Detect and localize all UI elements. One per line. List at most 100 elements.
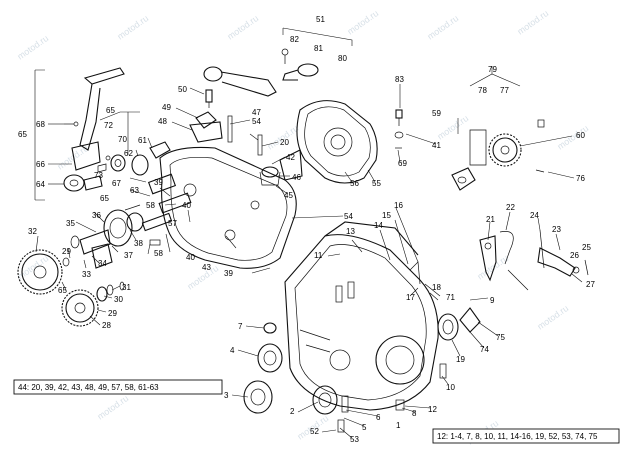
- part-number: 70: [118, 135, 127, 144]
- part-number: 67: [112, 179, 121, 188]
- kickstart-lever: [63, 67, 125, 192]
- part-number: 53: [350, 435, 359, 444]
- part-number: 20: [280, 138, 289, 147]
- part-number: 39: [154, 178, 163, 187]
- part-number: 15: [382, 211, 391, 220]
- watermark: motod.ru: [515, 8, 550, 37]
- watermark: motod.ru: [555, 123, 590, 152]
- part-number: 58: [146, 201, 155, 210]
- legend-right-text: 12: 1-4, 7, 8, 10, 11, 14-16, 19, 52, 53…: [437, 432, 598, 441]
- legend-right: 12: 1-4, 7, 8, 10, 11, 14-16, 19, 52, 53…: [432, 428, 620, 444]
- part-number: 31: [122, 283, 131, 292]
- part-number: 14: [374, 221, 383, 230]
- part-number: 54: [344, 212, 353, 221]
- part-number: 68: [36, 120, 45, 129]
- part-number: 48: [158, 117, 167, 126]
- sprocket-assembly: [451, 66, 545, 191]
- part-number: 66: [36, 160, 45, 169]
- part-number: 73: [94, 171, 103, 180]
- kickstart-shaft-parts: [124, 141, 192, 246]
- part-number: 71: [446, 293, 455, 302]
- part-number: 65: [58, 286, 67, 295]
- part-number: 77: [500, 86, 509, 95]
- watermark: motod.ru: [115, 13, 150, 42]
- part-number: 32: [28, 227, 37, 236]
- part-number: 65: [100, 194, 109, 203]
- gearshift-lever: [203, 27, 353, 97]
- part-number: 26: [570, 251, 579, 260]
- part-number: 9: [490, 296, 495, 305]
- part-number: 62: [124, 149, 133, 158]
- part-number: 33: [82, 270, 91, 279]
- part-number: 35: [66, 219, 75, 228]
- small-gear: [61, 281, 125, 327]
- clutch-basket: [70, 209, 133, 269]
- part-number: 40: [186, 253, 195, 262]
- part-number: 72: [104, 121, 113, 130]
- part-number: 65: [106, 106, 115, 115]
- watermark: motod.ru: [15, 253, 50, 282]
- part-number: 21: [486, 215, 495, 224]
- part-number: 80: [338, 54, 347, 63]
- part-number: 49: [162, 103, 171, 112]
- part-number: 63: [130, 186, 139, 195]
- part-number: 64: [36, 180, 45, 189]
- bearings: [243, 322, 405, 433]
- part-number: 57: [168, 219, 177, 228]
- part-number: 61: [138, 136, 147, 145]
- watermark: motod.ru: [425, 13, 460, 42]
- part-number: 76: [576, 174, 585, 183]
- part-number: 27: [586, 280, 595, 289]
- shift-mechanism-parts: [479, 229, 589, 291]
- clutch-cover: [259, 100, 378, 186]
- part-number: 28: [102, 321, 111, 330]
- watermark: motod.ru: [95, 393, 130, 422]
- part-number: 42: [286, 153, 295, 162]
- part-number: 29: [62, 247, 71, 256]
- watermark: motod.ru: [535, 303, 570, 332]
- part-number: 83: [395, 75, 404, 84]
- part-number: 37: [124, 251, 133, 260]
- part-number: 69: [398, 159, 407, 168]
- part-number: 60: [576, 131, 585, 140]
- part-number: 41: [432, 141, 441, 150]
- part-number: 81: [314, 44, 323, 53]
- part-number: 34: [98, 259, 107, 268]
- part-number: 18: [432, 283, 441, 292]
- part-number: 16: [394, 201, 403, 210]
- part-number: 51: [316, 15, 325, 24]
- part-number: 3: [224, 391, 229, 400]
- part-number: 47: [252, 108, 261, 117]
- part-number: 12: [428, 405, 437, 414]
- part-number: 82: [290, 35, 299, 44]
- part-number: 4: [230, 346, 235, 355]
- part-number: 74: [480, 345, 489, 354]
- part-number: 55: [372, 179, 381, 188]
- large-gear: [17, 249, 70, 295]
- part-number: 59: [432, 109, 441, 118]
- part-number: 38: [134, 239, 143, 248]
- part-number: 40: [182, 201, 191, 210]
- part-number: 7: [238, 322, 243, 331]
- bolts-upper-left: [189, 89, 263, 156]
- part-labels: 65 68 66 64 65 72 70 73 67 65 61 62 63 3…: [18, 15, 595, 444]
- part-number: 24: [530, 211, 539, 220]
- part-number: 23: [552, 225, 561, 234]
- part-number: 39: [224, 269, 233, 278]
- crankcase-cover: [159, 146, 297, 269]
- legend-left-text: 44: 20, 39, 42, 43, 48, 49, 57, 58, 61-6…: [18, 383, 159, 392]
- part-number: 30: [114, 295, 123, 304]
- group-bracket: [34, 69, 45, 201]
- part-number: 45: [284, 191, 293, 200]
- part-number: 79: [488, 65, 497, 74]
- watermark: motod.ru: [345, 8, 380, 37]
- part-number: 50: [178, 85, 187, 94]
- group-bracket: [99, 111, 140, 121]
- bolt-upper-right: [394, 109, 404, 149]
- part-number: 54: [252, 117, 261, 126]
- part-number: 13: [346, 227, 355, 236]
- part-number: 2: [290, 407, 295, 416]
- watermark: motod.ru: [225, 13, 260, 42]
